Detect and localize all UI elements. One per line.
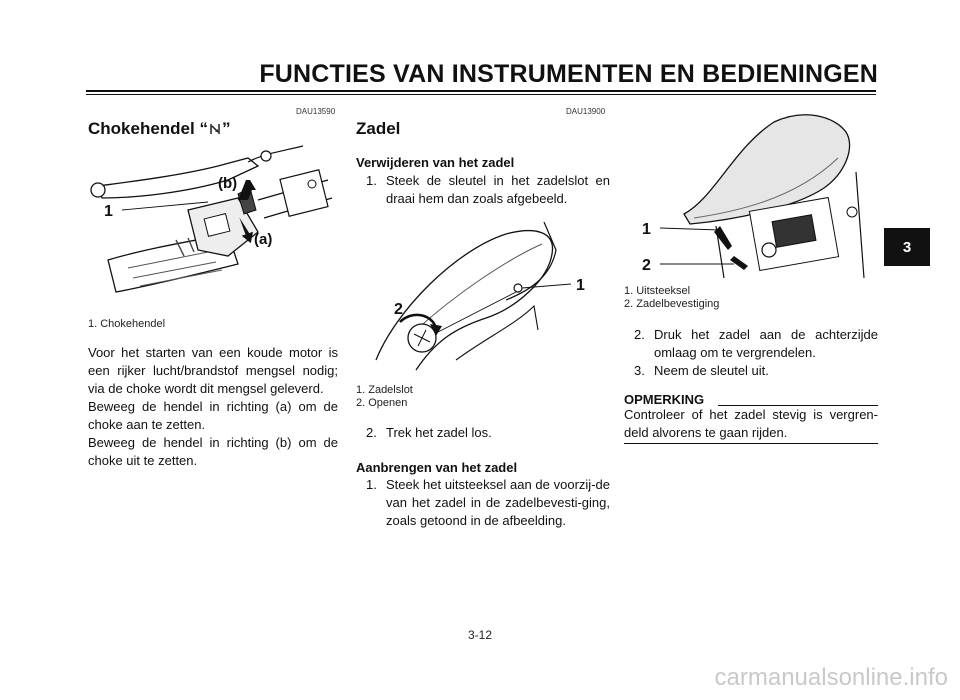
choke-symbol-icon [208,121,222,135]
install-seat-heading: Aanbrengen van het zadel [356,460,518,475]
section-code-seat: DAU13900 [566,107,606,116]
step-number: 1. [366,173,377,188]
seat-bracket [730,256,748,270]
choke-paragraph-1: Voor het starten van een koude motor is … [88,345,338,396]
step-text: Steek de sleutel in het zadelslot en dra… [386,173,610,206]
seat-lock-callout-2: 2 [394,301,403,318]
step-text: Trek het zadel los. [386,425,492,440]
note-heading: OPMERKING [624,392,705,407]
watermark: carmanualsonline.info [714,664,948,691]
clutch-lever-shape [97,157,260,199]
seat-install-caption-1: 1. Uitsteeksel [624,285,691,297]
choke-lever-figure: 1 (a) (b) [90,145,333,293]
install-step-2: 2. Druk het zadel aan de achterzijde oml… [634,326,878,362]
choke-heading-end: ” [221,119,231,138]
note-rule-top [718,405,878,406]
step-text: Druk het zadel aan de achterzijde omlaag… [654,327,878,360]
seat-lock-callout-1: 1 [576,277,585,294]
section-code-choke: DAU13590 [296,107,336,116]
choke-callout-b: (b) [218,175,237,192]
choke-callout-a: (a) [254,231,272,248]
remove-step-1: 1. Steek de sleutel in het zadelslot en … [366,172,610,208]
step-text: Steek het uitsteeksel aan de voorzij-de … [386,477,610,528]
seat-heading: Zadel [356,119,401,138]
header-rule-thick [86,90,876,92]
choke-callout-1: 1 [104,203,113,220]
choke-figure-caption: 1. Chokehendel [88,318,166,330]
arrow-a-icon [239,217,254,244]
page-header-title: FUNCTIES VAN INSTRUMENTEN EN BEDIENINGEN [259,60,878,88]
step-text: Neem de sleutel uit. [654,363,769,378]
chapter-tab: 3 [884,228,930,266]
arrow-b-icon [238,180,256,200]
note-rule-bottom [624,443,878,444]
choke-paragraph-3: Beweeg de hendel in richting (b) om de c… [88,435,338,468]
choke-heading: Chokehendel “ ” [88,119,230,139]
choke-paragraph-2: Beweeg de hendel in richting (a) om de c… [88,399,338,432]
seat-lock-caption-1: 1. Zadelslot [356,384,413,396]
choke-heading-text: Chokehendel “ [88,119,208,138]
remove-step-2: 2. Trek het zadel los. [366,424,610,442]
header-rule-thin [86,94,876,95]
step-number: 3. [634,363,645,378]
remove-seat-heading: Verwijderen van het zadel [356,155,515,170]
seat-install-callout-1: 1 [642,221,651,238]
step-number: 1. [366,477,377,492]
page-number: 3-12 [467,628,493,642]
note-text: Controleer of het zadel stevig is vergre… [624,407,878,440]
seat-install-caption-2: 2. Zadelbevestiging [624,298,720,310]
seat-tab [714,226,732,250]
seat-install-callout-2: 2 [642,257,651,274]
step-number: 2. [366,425,377,440]
seat-lock-caption-2: 2. Openen [356,397,408,409]
install-step-3: 3. Neem de sleutel uit. [634,362,878,380]
seat-lock-figure: 1 2 [375,221,585,371]
seat-install-figure: 1 2 [642,114,865,279]
step-number: 2. [634,327,645,342]
install-step-1: 1. Steek het uitsteeksel aan de voorzij-… [366,476,610,530]
